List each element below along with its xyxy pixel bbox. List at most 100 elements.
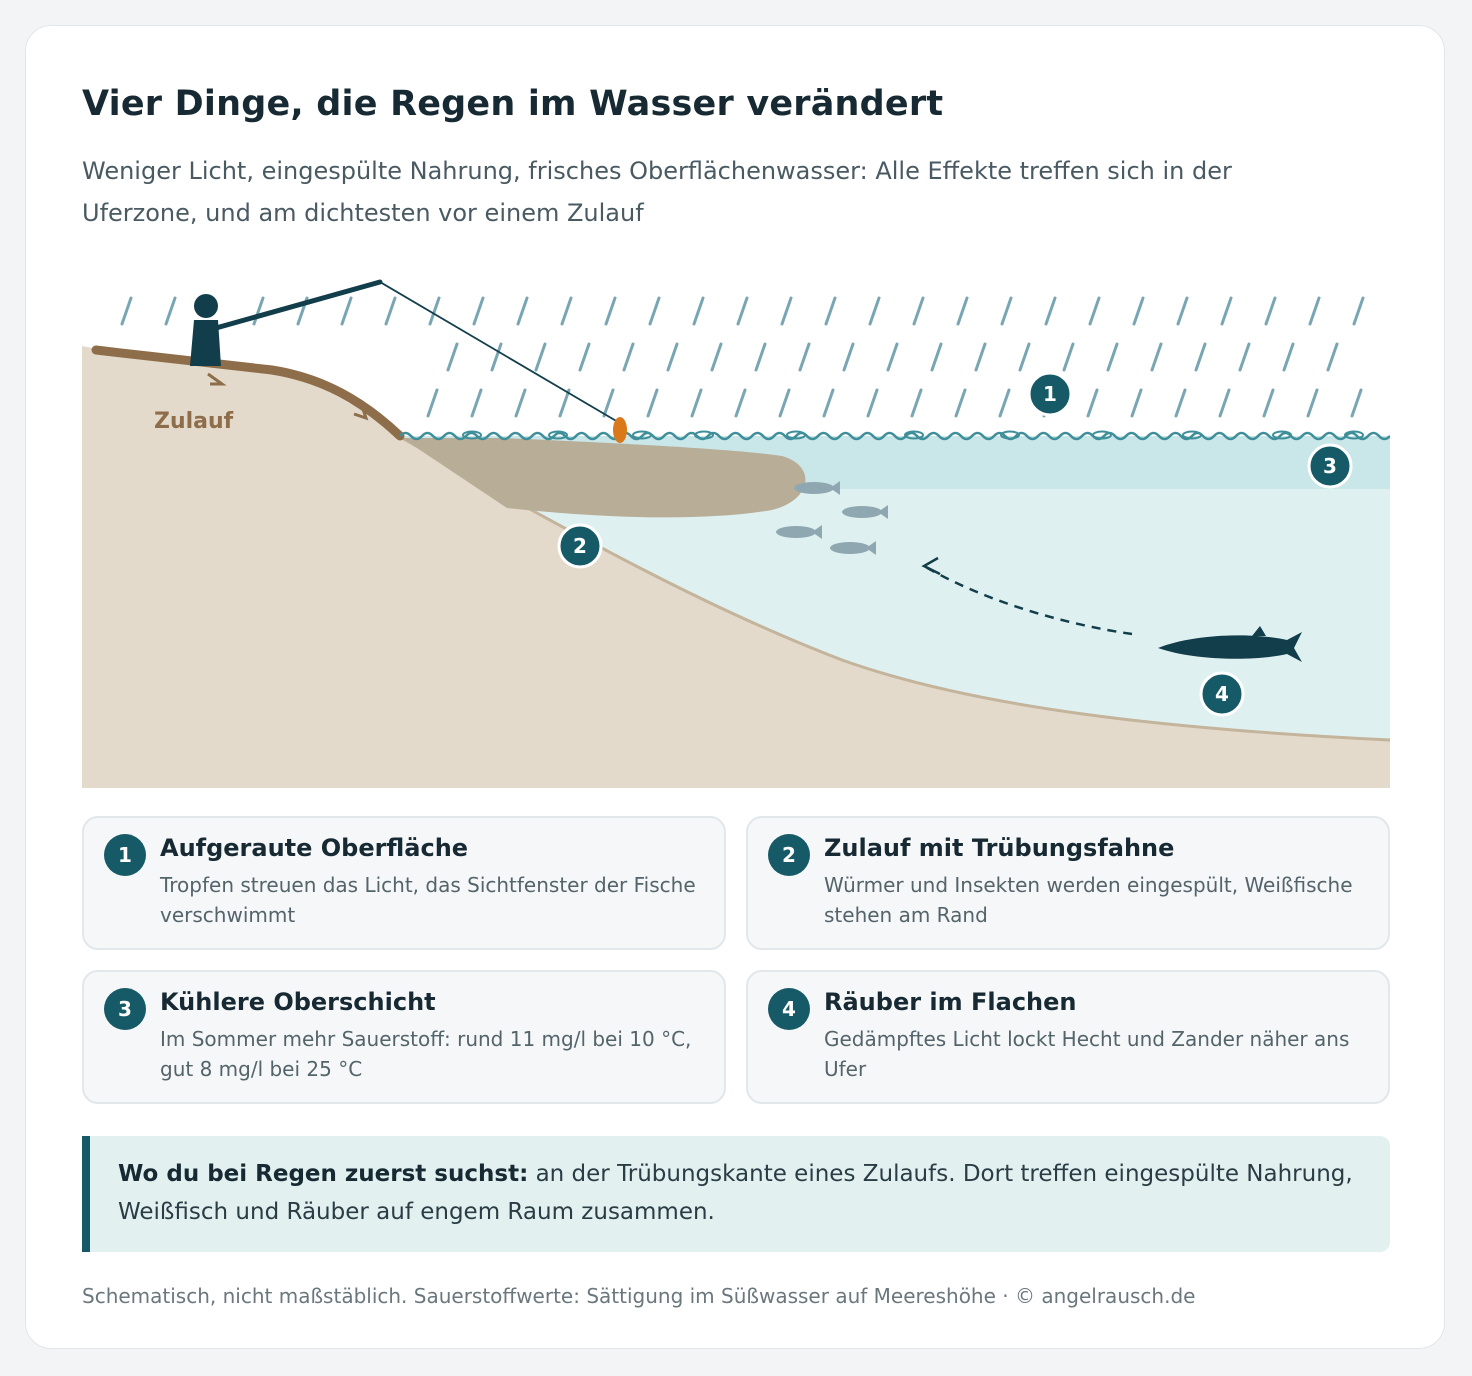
rain-drop — [252, 296, 265, 326]
card-text: Tropfen streuen das Licht, das Sichtfens… — [160, 873, 696, 927]
rain-drop — [778, 388, 791, 418]
rain-drop — [164, 296, 177, 326]
rain-drop — [1264, 296, 1277, 326]
rain-drop — [912, 296, 925, 326]
rain-drop — [710, 342, 723, 372]
marker-4: 4 — [1199, 671, 1245, 717]
rain-drop — [120, 296, 133, 326]
predator-fish — [1158, 626, 1302, 662]
rain-drop — [1308, 296, 1321, 326]
flow-arrow-icon — [207, 372, 227, 386]
rain-drop — [1062, 342, 1075, 372]
callout-text: an der Trübungskante eines Zulaufs. Dort… — [118, 1161, 1353, 1225]
rain-drop — [1000, 296, 1013, 326]
rain-drop — [558, 388, 571, 418]
marker-number: 1 — [1043, 382, 1057, 406]
rain-drop — [780, 296, 793, 326]
card-text: Im Sommer mehr Sauerstoff: rund 11 mg/l … — [160, 1027, 692, 1081]
page-title: Vier Dinge, die Regen im Wasser veränder… — [82, 84, 944, 124]
card-number-badge: 1 — [104, 834, 146, 876]
rain-drop — [470, 388, 483, 418]
footnote: Schematisch, nicht maßstäblich. Sauersto… — [82, 1284, 1196, 1308]
turbidity-plume — [402, 438, 806, 518]
rain-drop — [648, 296, 661, 326]
rain-drop — [1176, 296, 1189, 326]
ripple — [462, 430, 482, 440]
card-number-badge: 4 — [768, 988, 810, 1030]
rain-drop — [516, 296, 529, 326]
baitfish-school — [776, 481, 888, 555]
rain-drop — [1218, 388, 1231, 418]
rain-drop — [886, 342, 899, 372]
rain-ripples — [462, 430, 1364, 440]
predator-path-arrow — [923, 564, 1133, 636]
rain-drop — [1174, 388, 1187, 418]
rain-drop — [1262, 388, 1275, 418]
fishing-rod — [213, 279, 383, 331]
rain-drop — [1282, 342, 1295, 372]
diagram-markers: 1 2 3 4 — [557, 371, 1353, 717]
marker-number: 3 — [1323, 454, 1337, 478]
rain-drop — [1132, 296, 1145, 326]
info-card-predator: 4 Räuber im Flachen Gedämpftes Licht loc… — [746, 970, 1390, 1104]
rain-drop — [622, 342, 635, 372]
info-card-inlet: 2 Zulauf mit Trübungsfahne Würmer und In… — [746, 816, 1390, 950]
ripple — [1182, 430, 1202, 440]
flow-arrow-icon — [353, 399, 369, 421]
ripple — [786, 430, 806, 440]
baitfish-icon — [794, 481, 840, 495]
rain-drop — [734, 388, 747, 418]
rain-drop — [604, 296, 617, 326]
rain-drop — [428, 296, 441, 326]
callout-lead: Wo du bei Regen zuerst suchst: — [118, 1161, 529, 1187]
rain-drop — [690, 388, 703, 418]
rain-drop — [930, 342, 943, 372]
rain-streaks — [120, 296, 1365, 418]
angler-figure — [190, 279, 627, 443]
rain-drop — [1194, 342, 1207, 372]
rain-drop — [1130, 388, 1143, 418]
card-number-badge: 2 — [768, 834, 810, 876]
inlet-label: Zulauf — [154, 409, 234, 434]
rain-drop — [1352, 296, 1365, 326]
rain-drop — [560, 296, 573, 326]
card-number-badge: 3 — [104, 988, 146, 1030]
rain-drop — [1220, 296, 1233, 326]
rain-drop — [842, 342, 855, 372]
rain-drop — [910, 388, 923, 418]
rain-drop — [998, 388, 1011, 418]
info-card-surface: 1 Aufgeraute Oberfläche Tropfen streuen … — [82, 816, 726, 950]
ripple — [694, 430, 714, 440]
water-surface-line — [399, 431, 1390, 441]
rain-drop — [754, 342, 767, 372]
rain-drop — [384, 296, 397, 326]
rain-drop — [954, 388, 967, 418]
rain-drop — [490, 342, 503, 372]
marker-number: 2 — [573, 534, 587, 558]
rain-drop — [472, 296, 485, 326]
rain-drop — [340, 296, 353, 326]
rain-drop — [426, 388, 439, 418]
rain-drop — [666, 342, 679, 372]
rain-drop — [1044, 296, 1057, 326]
info-cards: 1 Aufgeraute Oberfläche Tropfen streuen … — [82, 816, 1390, 1106]
rain-drop — [646, 388, 659, 418]
baitfish-icon — [776, 525, 822, 539]
rain-drop — [1350, 388, 1363, 418]
marker-3: 3 — [1307, 443, 1353, 489]
ripple — [548, 430, 568, 440]
baitfish-icon — [830, 541, 876, 555]
baitfish-icon — [842, 505, 888, 519]
card-title: Aufgeraute Oberfläche — [160, 834, 469, 862]
card-title: Zulauf mit Trübungsfahne — [824, 834, 1175, 862]
marker-2: 2 — [557, 523, 603, 569]
card-text: Gedämpftes Licht lockt Hecht und Zander … — [824, 1027, 1350, 1081]
rain-drop — [736, 296, 749, 326]
info-card-cool-layer: 3 Kühlere Oberschicht Im Sommer mehr Sau… — [82, 970, 726, 1104]
lake-cross-section-diagram: Zulauf 1 2 3 4 — [82, 279, 1390, 788]
marker-number: 4 — [1215, 682, 1229, 706]
angler-body — [190, 320, 221, 366]
rain-drop — [446, 342, 459, 372]
rain-drop — [868, 296, 881, 326]
rain-drop — [514, 388, 527, 418]
